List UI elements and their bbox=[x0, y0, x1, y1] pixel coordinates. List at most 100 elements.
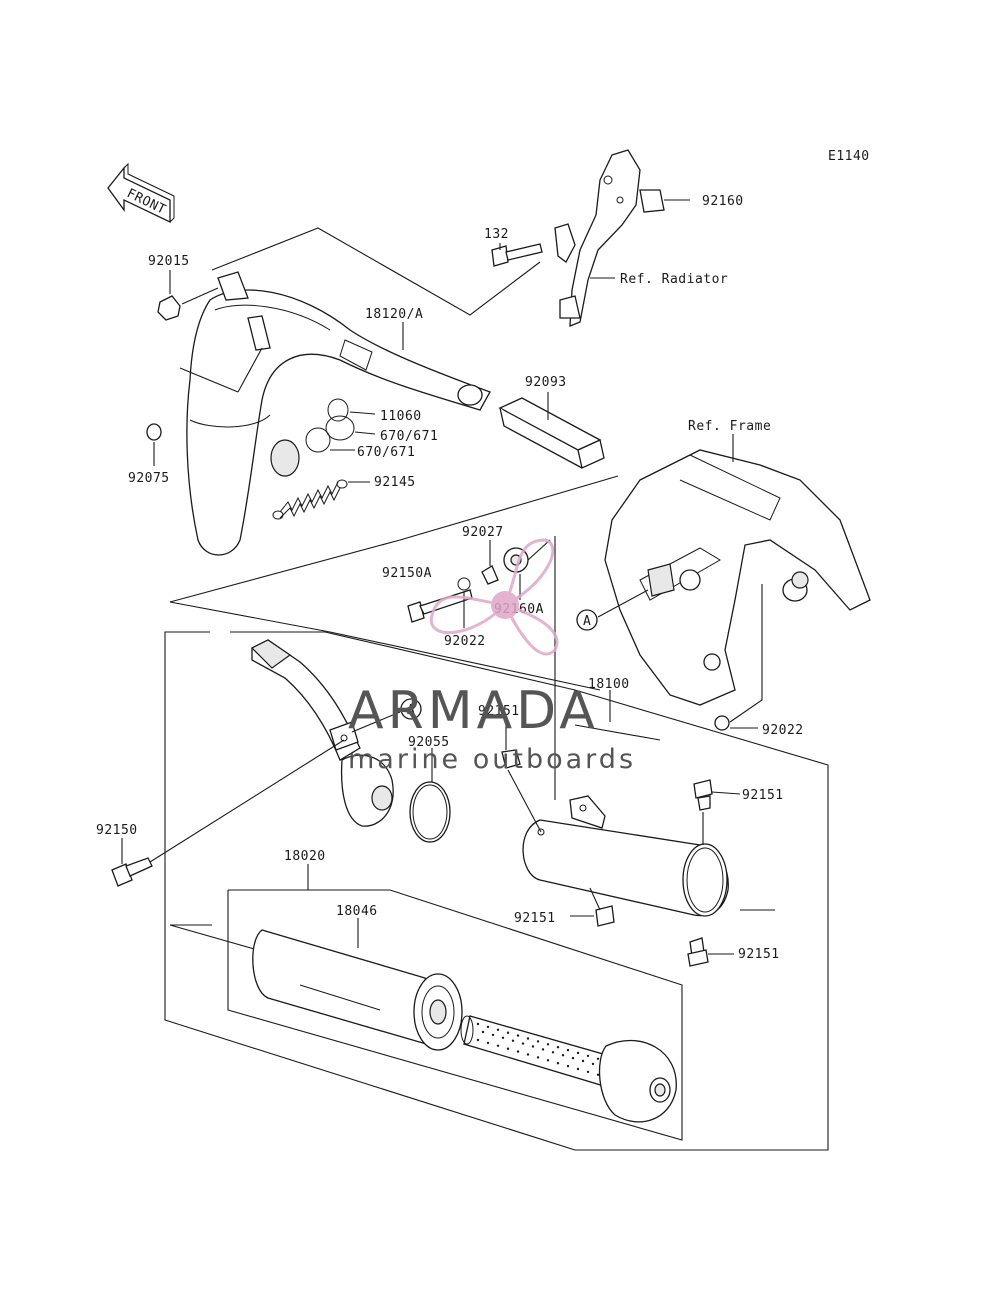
frame-section bbox=[604, 449, 871, 706]
collar-92027 bbox=[481, 565, 499, 585]
part-92160-label: 92160 bbox=[702, 194, 744, 209]
inner-group-outline bbox=[227, 889, 683, 1141]
perforation-hole bbox=[506, 1031, 510, 1034]
part-92075-label: 92075 bbox=[128, 471, 170, 486]
part-18100-label: 18100 bbox=[588, 677, 630, 692]
bolt-92151-c bbox=[595, 905, 615, 927]
exhaust-pipe bbox=[250, 639, 394, 827]
bolt-92150 bbox=[111, 857, 153, 887]
perforation-hole bbox=[501, 1036, 505, 1040]
part-92022-b-label: 92022 bbox=[762, 723, 804, 738]
end-cap bbox=[598, 1039, 677, 1123]
expansion-chamber bbox=[186, 271, 491, 556]
perforation-hole bbox=[591, 1062, 595, 1066]
part-92151-c-label: 92151 bbox=[514, 911, 556, 926]
bolt-92151-a bbox=[501, 749, 521, 769]
spring-92145 bbox=[272, 479, 348, 520]
part-92055-label: 92055 bbox=[408, 735, 450, 750]
perforation-hole bbox=[586, 1070, 590, 1074]
diagram-code: E1140 bbox=[828, 149, 870, 164]
part-92093-label: 92093 bbox=[525, 375, 567, 390]
perforation-hole bbox=[576, 1067, 580, 1071]
perforation-hole bbox=[526, 1053, 530, 1056]
perforation-hole bbox=[506, 1047, 510, 1050]
part-92145-label: 92145 bbox=[374, 475, 416, 490]
washer-92022-a bbox=[457, 577, 471, 591]
perforation-hole bbox=[551, 1051, 555, 1054]
perforation-hole bbox=[476, 1038, 480, 1042]
perforation-hole bbox=[576, 1051, 580, 1055]
perforation-hole bbox=[496, 1044, 500, 1048]
watermark-subtitle: marine outboards bbox=[348, 744, 636, 775]
perforation-hole bbox=[581, 1059, 585, 1063]
perforation-hole bbox=[496, 1028, 500, 1032]
o-ring-670-a bbox=[325, 415, 355, 441]
washer-92022-b bbox=[714, 715, 730, 731]
armada-logo-icon bbox=[429, 538, 559, 656]
perforation-hole bbox=[596, 1057, 600, 1061]
perforation-hole bbox=[556, 1046, 560, 1049]
perforation-hole bbox=[546, 1059, 550, 1062]
part-92015-label: 92015 bbox=[148, 254, 190, 269]
perforation-hole bbox=[476, 1022, 480, 1026]
perforation-hole bbox=[481, 1030, 485, 1034]
watermark-title: ARMADA bbox=[348, 681, 599, 741]
part-92151-b-label: 92151 bbox=[742, 788, 784, 803]
perforation-hole bbox=[586, 1054, 590, 1058]
part-18046-label: 18046 bbox=[336, 904, 378, 919]
perforated-core bbox=[460, 1015, 611, 1087]
perforation-hole bbox=[531, 1045, 535, 1048]
part-92151-d-label: 92151 bbox=[738, 947, 780, 962]
perforation-hole bbox=[566, 1048, 570, 1052]
part-18120A-label: 18120/A bbox=[365, 307, 423, 322]
bolt-132 bbox=[491, 243, 543, 267]
part-92027-label: 92027 bbox=[462, 525, 504, 540]
svg-text:A: A bbox=[583, 614, 591, 629]
sleeve-92093 bbox=[498, 397, 605, 469]
nut-92015 bbox=[157, 295, 181, 321]
radiator-bracket bbox=[554, 149, 665, 327]
o-ring-11060 bbox=[327, 398, 349, 422]
part-92151-a-label: 92151 bbox=[478, 704, 520, 719]
ref-radiator-label: Ref. Radiator bbox=[620, 272, 728, 287]
perforation-hole bbox=[486, 1025, 490, 1029]
perforation-hole bbox=[536, 1040, 540, 1043]
ref-frame-label: Ref. Frame bbox=[688, 419, 771, 434]
marker-a-frame: A bbox=[576, 609, 598, 631]
perforation-hole bbox=[596, 1073, 600, 1077]
perforation-hole bbox=[546, 1043, 550, 1046]
silencer-group-outline bbox=[164, 631, 829, 1151]
bolt-92151-d bbox=[687, 937, 709, 967]
perforation-hole bbox=[526, 1037, 530, 1040]
perforation-hole bbox=[571, 1056, 575, 1060]
part-18020-label: 18020 bbox=[284, 849, 326, 864]
marker-a-pipe: A bbox=[400, 698, 422, 720]
perforation-hole bbox=[566, 1064, 570, 1068]
perforation-hole bbox=[561, 1054, 565, 1057]
silencer-body bbox=[522, 795, 729, 917]
perforation-hole bbox=[511, 1039, 515, 1042]
part-132-label: 132 bbox=[484, 227, 509, 242]
svg-text:A: A bbox=[407, 703, 415, 718]
part-92022-a-label: 92022 bbox=[444, 634, 486, 649]
front-arrow-icon: FRONT bbox=[107, 162, 175, 224]
part-11060-label: 11060 bbox=[380, 409, 422, 424]
part-670-671-a-label: 670/671 bbox=[380, 429, 438, 444]
perforation-hole bbox=[541, 1048, 545, 1051]
part-92150-label: 92150 bbox=[96, 823, 138, 838]
nut-92075 bbox=[146, 423, 162, 441]
perforation-hole bbox=[516, 1050, 520, 1053]
gasket-92055 bbox=[409, 781, 451, 843]
perforation-hole bbox=[536, 1056, 540, 1059]
bolt-92151-b bbox=[693, 779, 713, 811]
perforation-hole bbox=[521, 1042, 525, 1045]
bolt-92150A bbox=[407, 589, 473, 623]
silencer-shell-18046 bbox=[252, 929, 463, 1051]
part-92150A-label: 92150A bbox=[382, 566, 432, 581]
perforation-hole bbox=[556, 1062, 560, 1065]
o-ring-670-b bbox=[305, 427, 331, 453]
perforation-hole bbox=[491, 1033, 495, 1037]
perforation-hole bbox=[516, 1034, 520, 1037]
perforation-hole bbox=[486, 1041, 490, 1045]
